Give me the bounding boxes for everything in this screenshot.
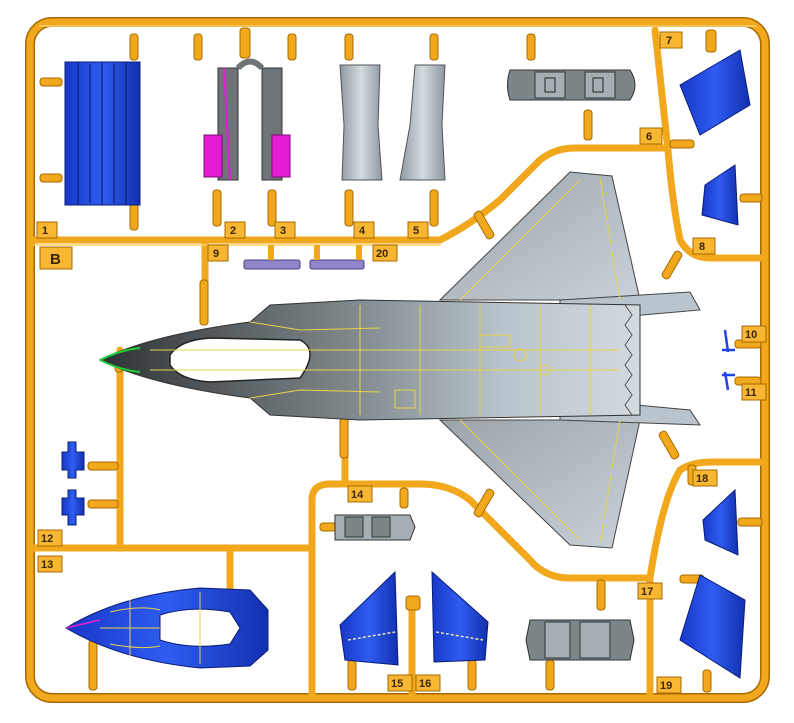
sprue-letter: B <box>50 251 61 268</box>
tag-8: 8 <box>699 241 705 253</box>
part-10-small-antenna <box>722 329 735 353</box>
part-6-gear-bay-assembly <box>507 69 636 101</box>
tag-12: 12 <box>41 533 53 545</box>
tag-7: 7 <box>666 35 672 47</box>
tag-10: 10 <box>745 329 757 341</box>
tag-13: 13 <box>41 559 53 571</box>
tag-1: 1 <box>42 225 48 237</box>
tag-6: 6 <box>646 131 652 143</box>
part-20-small-parts <box>243 245 365 270</box>
tag-9: 9 <box>213 248 219 260</box>
part-11-small-antenna <box>722 371 735 391</box>
part-8-ventral-fin <box>701 164 739 226</box>
part-5-duct-panel <box>399 64 446 181</box>
part-13-small-blue-part <box>61 489 85 526</box>
part-17-gear-bay-assembly <box>525 619 635 661</box>
tag-3: 3 <box>280 225 286 237</box>
tag-15: 15 <box>391 678 403 690</box>
part-15-horizontal-stabilizer <box>339 570 399 666</box>
part-number-tags: 1 2 3 4 5 6 7 8 9 10 11 12 13 14 15 16 1… <box>36 31 767 694</box>
part-18-ventral-fin <box>702 488 739 556</box>
tag-19: 19 <box>660 680 672 692</box>
tag-17: 17 <box>641 586 653 598</box>
part-16-horizontal-stabilizer <box>431 570 489 663</box>
part-19-vertical-tail <box>679 574 746 679</box>
tag-16: 16 <box>419 678 431 690</box>
part-9-upper-fuselage <box>98 171 701 549</box>
tag-20: 20 <box>376 248 388 260</box>
part-2-intake-duct <box>203 67 239 181</box>
tag-5: 5 <box>413 225 419 237</box>
tag-4: 4 <box>359 225 366 237</box>
part-1-intake-bellows <box>64 61 141 206</box>
part-14-small-assembly <box>334 514 416 541</box>
tag-18: 18 <box>696 473 708 485</box>
tag-14: 14 <box>351 489 364 501</box>
sprue-gates <box>39 27 763 693</box>
tag-2: 2 <box>230 225 236 237</box>
part-4-duct-panel <box>339 64 383 181</box>
tag-11: 11 <box>745 387 757 399</box>
part-7-vertical-tail <box>679 49 751 136</box>
part-3-intake-duct <box>235 58 291 181</box>
part-lower-fuselage <box>65 587 269 669</box>
part-12-small-blue-part <box>61 441 85 479</box>
